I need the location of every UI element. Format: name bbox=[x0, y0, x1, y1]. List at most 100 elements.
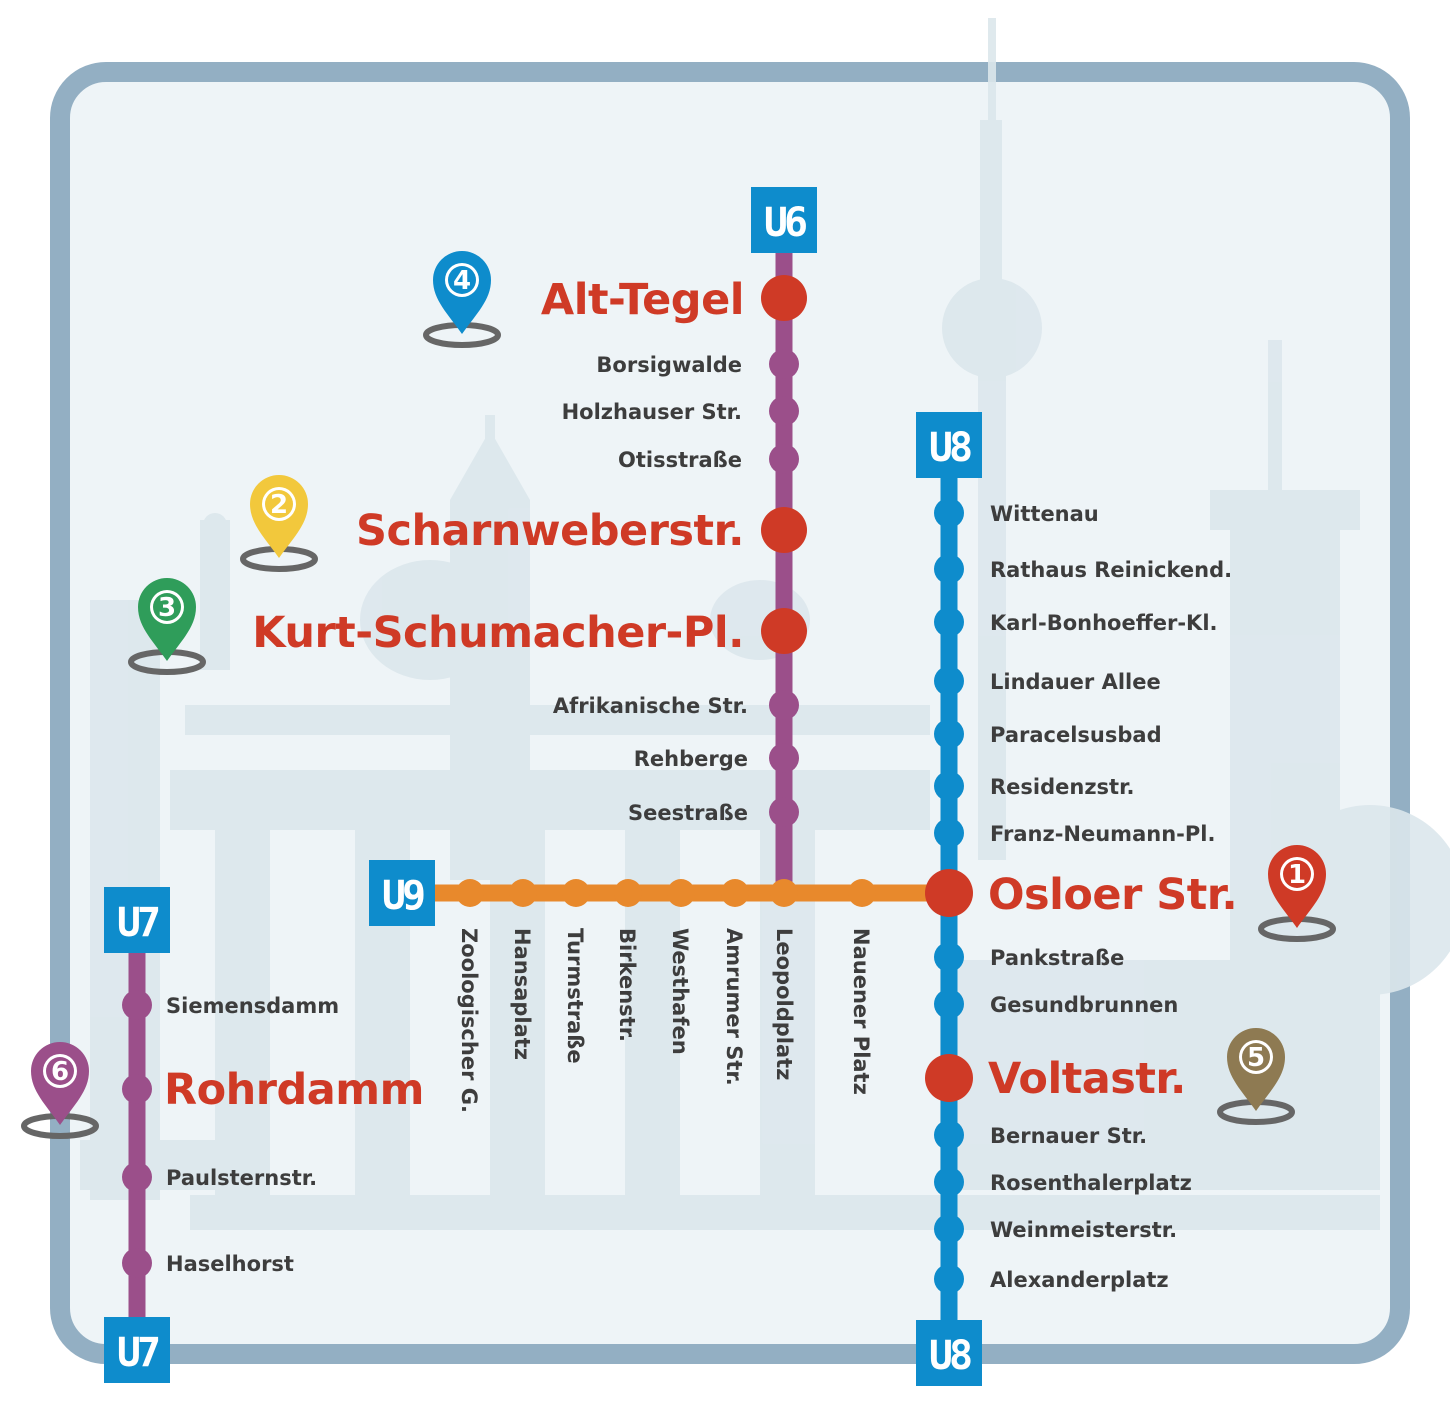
u6-station-dot-borsigwalde[interactable] bbox=[769, 349, 799, 379]
u7-station-dot-haselhorst[interactable] bbox=[122, 1248, 152, 1278]
station-label-rohrdamm[interactable]: Rohrdamm bbox=[164, 1065, 424, 1115]
u8-station-dot-paracelsusbad[interactable] bbox=[934, 719, 964, 749]
u9-station-dot-nauener[interactable] bbox=[848, 879, 876, 907]
pin-6-number: 6 bbox=[51, 1057, 69, 1087]
station-label-siemensdamm[interactable]: Siemensdamm bbox=[166, 994, 339, 1018]
u7-label-bottom[interactable]: U7 bbox=[104, 1317, 170, 1383]
u6-label[interactable]: U6 bbox=[751, 187, 817, 253]
station-label-residenzstr[interactable]: Residenzstr. bbox=[990, 775, 1134, 799]
u8-station-dot-residenzstr[interactable] bbox=[934, 771, 964, 801]
u6-station-dot-rehberge[interactable] bbox=[769, 743, 799, 773]
station-label-westhafen[interactable]: Westhafen bbox=[668, 928, 692, 1055]
u8-stations: Wittenau Rathaus Reinickend. Karl-Bonhoe… bbox=[925, 498, 1238, 1294]
u6-station-dot-afrikanische[interactable] bbox=[769, 690, 799, 720]
station-label-hansaplatz[interactable]: Hansaplatz bbox=[510, 928, 534, 1060]
location-pin-3-icon[interactable]: 3 bbox=[128, 578, 206, 675]
pin-5-number: 5 bbox=[1247, 1043, 1265, 1073]
u9-stations: Zoologischer G. Hansaplatz Turmstraße Bi… bbox=[456, 879, 876, 1113]
u7-station-dot-siemensdamm[interactable] bbox=[122, 990, 152, 1020]
u8-station-dot-alexanderplatz[interactable] bbox=[934, 1264, 964, 1294]
station-label-turmstrasse[interactable]: Turmstraße bbox=[563, 928, 587, 1064]
station-label-weinmeisterstr[interactable]: Weinmeisterstr. bbox=[990, 1218, 1177, 1242]
u8-station-dot-pankstrasse[interactable] bbox=[934, 942, 964, 972]
u6-station-dot-otisstrasse[interactable] bbox=[769, 444, 799, 474]
u8-label-top-text: U8 bbox=[929, 425, 971, 471]
u9-station-dot-birkenstr[interactable] bbox=[614, 879, 642, 907]
station-label-alt-tegel[interactable]: Alt-Tegel bbox=[541, 275, 745, 325]
location-pin-5-icon[interactable]: 5 bbox=[1217, 1028, 1295, 1125]
u8-station-dot-lindauer-allee[interactable] bbox=[934, 666, 964, 696]
u6-station-dot-kurt-schumacher[interactable] bbox=[761, 608, 807, 654]
station-label-rehberge[interactable]: Rehberge bbox=[634, 747, 748, 771]
skyline-illustration bbox=[80, 18, 1450, 1230]
location-pin-6-icon[interactable]: 6 bbox=[21, 1041, 99, 1139]
u6-station-dot-seestrasse[interactable] bbox=[769, 797, 799, 827]
u8-station-dot-rathaus-reinickend[interactable] bbox=[934, 554, 964, 584]
pin-3-number: 3 bbox=[158, 593, 176, 623]
u7-stations: Siemensdamm Rohrdamm Paulsternstr. Hasel… bbox=[122, 990, 424, 1278]
station-label-paracelsusbad[interactable]: Paracelsusbad bbox=[990, 723, 1162, 747]
u8-station-dot-rosenthalerplatz[interactable] bbox=[934, 1167, 964, 1197]
u9-station-dot-zoologischer[interactable] bbox=[456, 879, 484, 907]
station-label-leopoldplatz[interactable]: Leopoldplatz bbox=[772, 928, 796, 1080]
location-pin-1-icon[interactable]: 1 bbox=[1258, 845, 1336, 942]
pin-4-number: 4 bbox=[453, 266, 471, 296]
pin-1-number: 1 bbox=[1288, 860, 1306, 890]
station-label-seestrasse[interactable]: Seestraße bbox=[628, 801, 748, 825]
u8-station-dot-voltastr[interactable] bbox=[925, 1054, 973, 1102]
u8-station-dot-wittenau[interactable] bbox=[934, 498, 964, 528]
station-label-haselhorst[interactable]: Haselhorst bbox=[166, 1252, 294, 1276]
station-label-rosenthalerplatz[interactable]: Rosenthalerplatz bbox=[990, 1171, 1192, 1195]
u8-label-top[interactable]: U8 bbox=[916, 412, 982, 478]
u8-station-dot-franz-neumann[interactable] bbox=[934, 818, 964, 848]
u7-station-dot-paulsternstr[interactable] bbox=[122, 1162, 152, 1192]
station-label-franz-neumann[interactable]: Franz-Neumann-Pl. bbox=[990, 822, 1215, 846]
pin-2-number: 2 bbox=[270, 490, 288, 520]
station-label-lindauer-allee[interactable]: Lindauer Allee bbox=[990, 670, 1161, 694]
u7-label-bottom-text: U7 bbox=[117, 1330, 159, 1376]
station-label-wittenau[interactable]: Wittenau bbox=[990, 502, 1099, 526]
u9-station-dot-turmstrasse[interactable] bbox=[562, 879, 590, 907]
location-pin-2-icon[interactable]: 2 bbox=[240, 475, 318, 572]
station-label-birkenstr[interactable]: Birkenstr. bbox=[615, 928, 639, 1042]
station-label-gesundbrunnen[interactable]: Gesundbrunnen bbox=[990, 993, 1178, 1017]
station-label-karl-bonhoeffer[interactable]: Karl-Bonhoeffer-Kl. bbox=[990, 611, 1218, 635]
u9-station-dot-amrumer[interactable] bbox=[721, 879, 749, 907]
station-label-kurt-schumacher[interactable]: Kurt-Schumacher-Pl. bbox=[252, 608, 744, 658]
u8-station-dot-bernauer[interactable] bbox=[934, 1120, 964, 1150]
u8-station-dot-weinmeisterstr[interactable] bbox=[934, 1214, 964, 1244]
station-label-rathaus-reinickend[interactable]: Rathaus Reinickend. bbox=[990, 558, 1232, 582]
u8-station-dot-karl-bonhoeffer[interactable] bbox=[934, 607, 964, 637]
u9-station-dot-leopoldplatz[interactable] bbox=[770, 879, 798, 907]
u6-label-text: U6 bbox=[764, 200, 806, 246]
u6-station-dot-scharnweberstr[interactable] bbox=[761, 507, 807, 553]
u8-station-dot-osloer-str[interactable] bbox=[925, 869, 973, 917]
station-label-osloer-str[interactable]: Osloer Str. bbox=[988, 870, 1238, 920]
station-label-paulsternstr[interactable]: Paulsternstr. bbox=[166, 1166, 317, 1190]
station-label-scharnweberstr[interactable]: Scharnweberstr. bbox=[356, 506, 745, 556]
u8-station-dot-gesundbrunnen[interactable] bbox=[934, 989, 964, 1019]
u6-station-dot-alt-tegel[interactable] bbox=[761, 275, 807, 321]
u6-stations: Alt-Tegel Borsigwalde Holzhauser Str. Ot… bbox=[252, 275, 807, 827]
station-label-bernauer[interactable]: Bernauer Str. bbox=[990, 1124, 1147, 1148]
station-label-pankstrasse[interactable]: Pankstraße bbox=[990, 946, 1124, 970]
u9-label[interactable]: U9 bbox=[369, 860, 435, 926]
station-label-alexanderplatz[interactable]: Alexanderplatz bbox=[990, 1268, 1169, 1292]
station-label-afrikanische[interactable]: Afrikanische Str. bbox=[553, 694, 748, 718]
location-pin-4-icon[interactable]: 4 bbox=[423, 251, 501, 348]
u9-label-text: U9 bbox=[382, 873, 424, 919]
u7-station-dot-rohrdamm[interactable] bbox=[122, 1074, 152, 1104]
station-label-zoologischer[interactable]: Zoologischer G. bbox=[457, 928, 481, 1113]
station-label-otisstrasse[interactable]: Otisstraße bbox=[618, 448, 742, 472]
u9-station-dot-westhafen[interactable] bbox=[667, 879, 695, 907]
station-label-holzhauser[interactable]: Holzhauser Str. bbox=[562, 400, 742, 424]
u6-station-dot-holzhauser[interactable] bbox=[769, 396, 799, 426]
station-label-borsigwalde[interactable]: Borsigwalde bbox=[596, 353, 742, 377]
station-label-voltastr[interactable]: Voltastr. bbox=[988, 1054, 1186, 1104]
station-label-amrumer[interactable]: Amrumer Str. bbox=[722, 928, 746, 1086]
station-label-nauener[interactable]: Nauener Platz bbox=[849, 928, 873, 1095]
u7-label-top[interactable]: U7 bbox=[104, 887, 170, 953]
u9-station-dot-hansaplatz[interactable] bbox=[509, 879, 537, 907]
u8-label-bottom[interactable]: U8 bbox=[916, 1320, 982, 1386]
